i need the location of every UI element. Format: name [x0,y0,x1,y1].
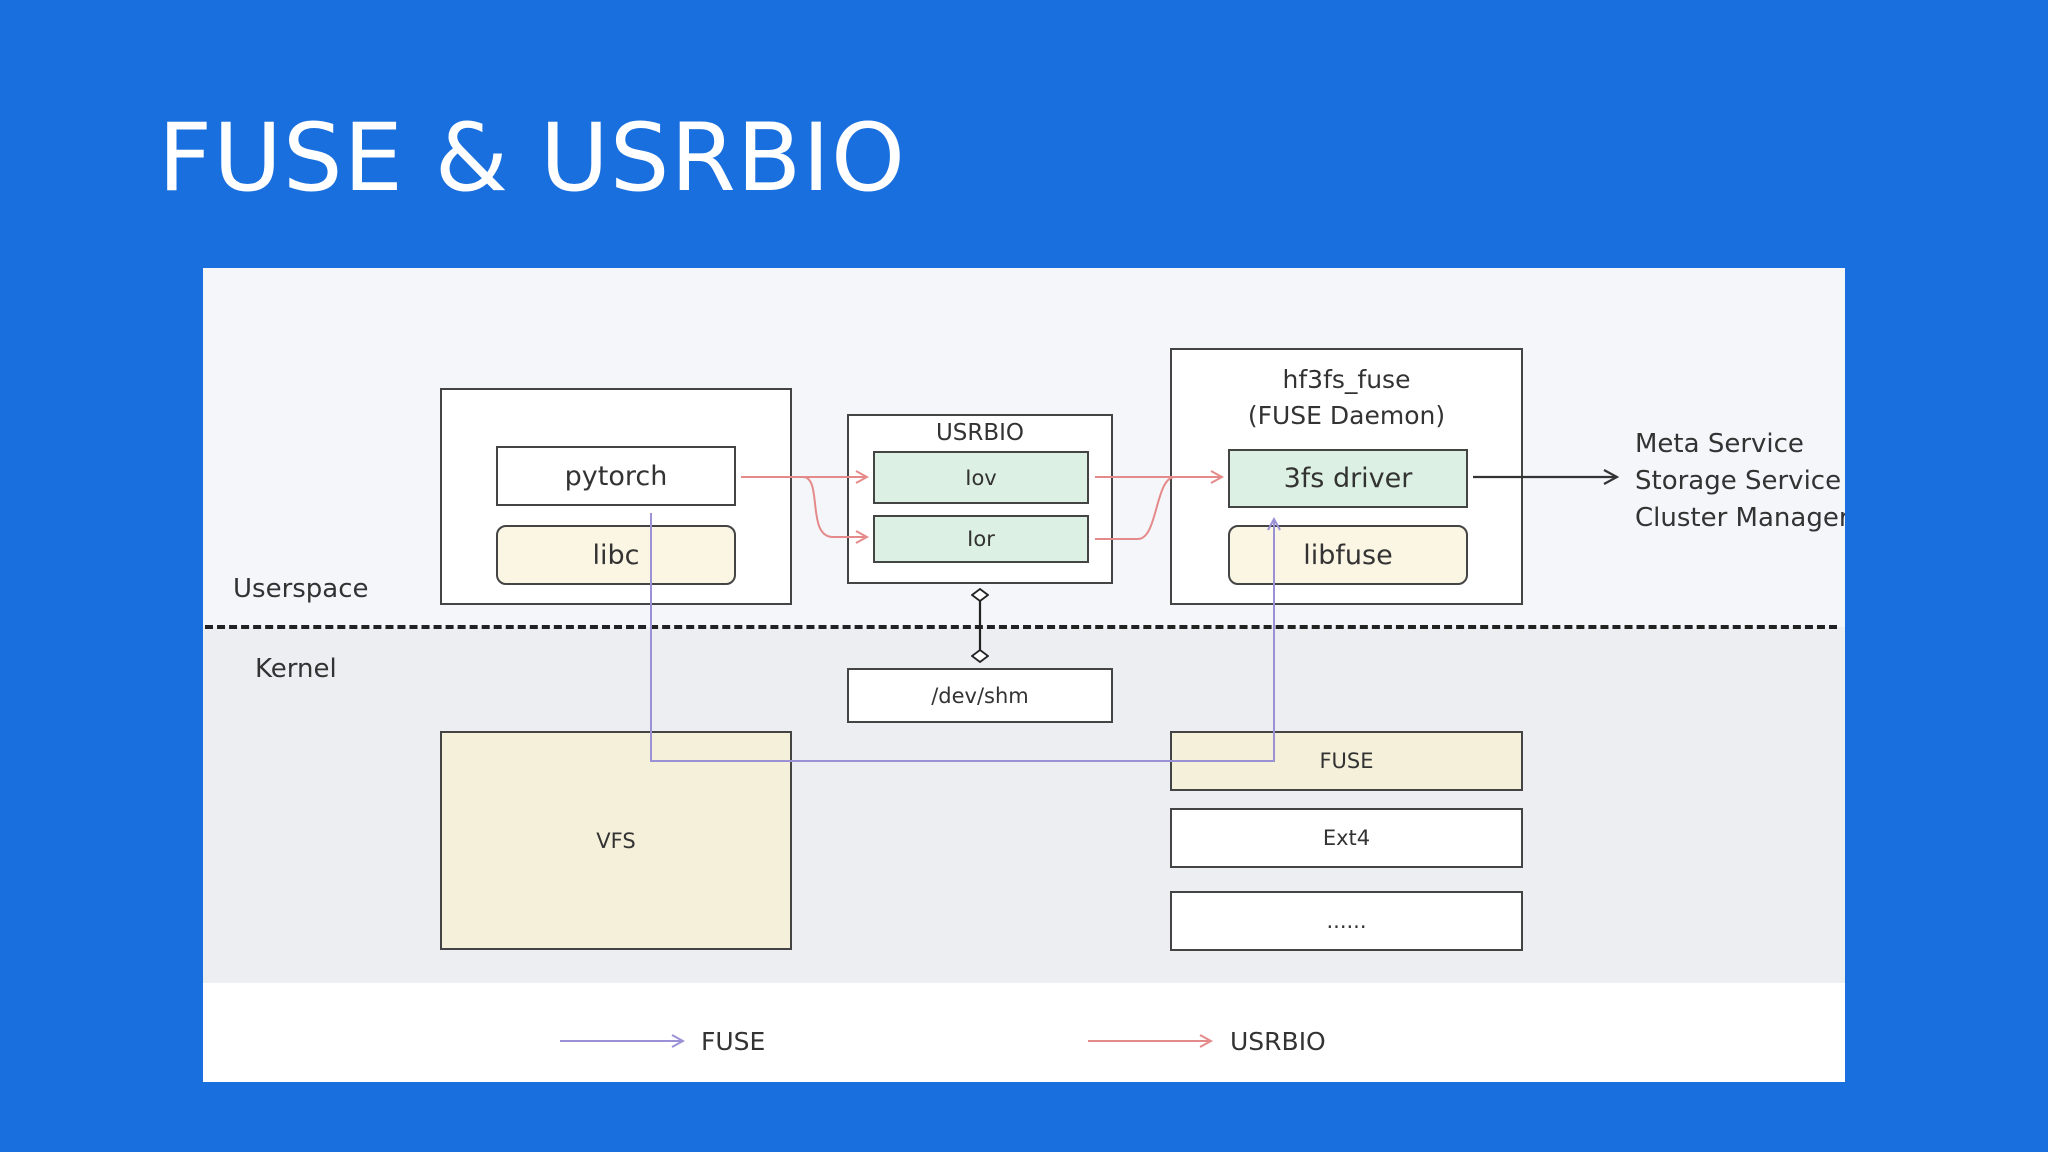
usrbio-title: USRBIO [935,420,1025,446]
fuse-path [650,513,1274,762]
userspace-label: Userspace [233,574,369,604]
vfs-box: VFS [440,731,792,950]
storage-service-label: Storage Service [1635,466,1842,496]
daemon-subtitle: (FUSE Daemon) [1247,401,1446,431]
pytorch-box: pytorch [496,446,736,506]
slide-title: FUSE & USRBIO [158,104,906,213]
ior-box: Ior [873,515,1089,563]
libc-box: libc [496,525,736,585]
iov-box: Iov [873,451,1089,504]
legend-zone [203,983,1845,1082]
ext4-box: Ext4 [1170,808,1523,868]
3fs-driver-box: 3fs driver [1228,449,1468,508]
libfuse-box: libfuse [1228,525,1468,585]
more-filesystems-box: ...... [1170,891,1523,951]
usrbio-path [741,477,1222,539]
daemon-name: hf3fs_fuse [1282,365,1411,394]
cluster-manager-label: Cluster Manager [1635,503,1845,533]
architecture-diagram: Userspace Kernel pytorch libc USRBIO Iov… [203,268,1845,1082]
userspace-kernel-divider [205,625,1837,629]
dev-shm-box: /dev/shm [847,668,1113,723]
meta-service-label: Meta Service [1635,429,1804,459]
connection-lines [560,268,1845,1082]
legend-usrbio-label: USRBIO [1230,1027,1326,1056]
legend-fuse-label: FUSE [701,1027,766,1056]
services-list: Meta Service Storage Service Cluster Man… [1635,426,1845,537]
fuse-daemon-title: hf3fs_fuse (FUSE Daemon) [1172,362,1521,435]
kernel-label: Kernel [255,654,337,684]
